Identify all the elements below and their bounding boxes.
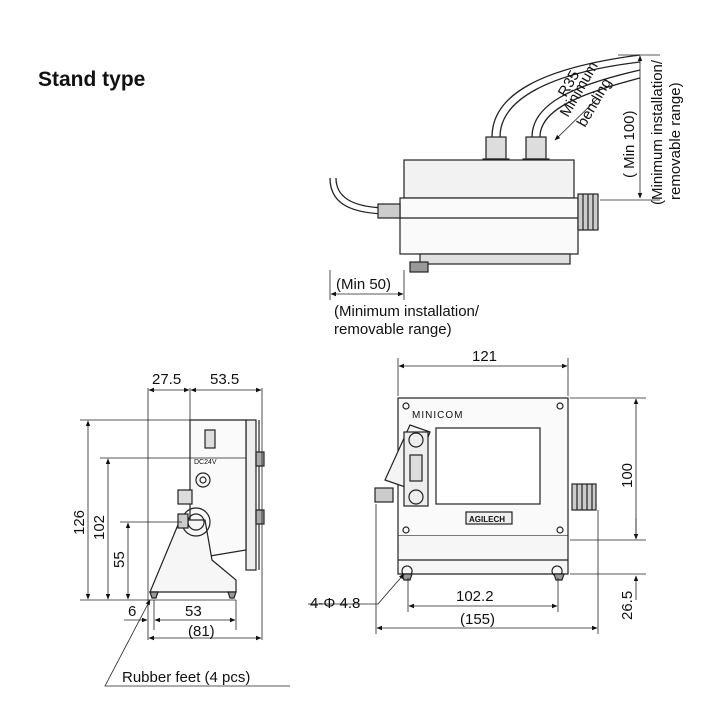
dim-100: 100 bbox=[619, 463, 636, 488]
bottom-range-line-1: (Minimum installation/ bbox=[334, 303, 480, 320]
dim-102-2: 102.2 bbox=[456, 588, 494, 605]
rubber-feet-label: Rubber feet (4 pcs) bbox=[122, 669, 250, 686]
dim-53-5: 53.5 bbox=[210, 371, 239, 388]
top-range-line-1: (Minimum installation/ bbox=[649, 59, 666, 205]
hole-note: 4-Φ 4.8 bbox=[310, 595, 360, 612]
side-view bbox=[80, 387, 290, 687]
top-view bbox=[329, 54, 660, 300]
dim-102: 102 bbox=[91, 515, 108, 540]
dc24v-label: DC24V bbox=[194, 459, 217, 466]
page-title: Stand type bbox=[38, 68, 146, 91]
dim-53: 53 bbox=[185, 603, 202, 620]
dim-6: 6 bbox=[128, 603, 136, 620]
badge-label: AGILECH bbox=[469, 515, 505, 524]
front-view bbox=[308, 358, 646, 634]
dim-155: (155) bbox=[460, 611, 495, 628]
dim-121: 121 bbox=[472, 348, 497, 365]
brand-label: MINICOM bbox=[412, 410, 463, 421]
min-50-label: (Min 50) bbox=[336, 276, 391, 293]
dim-27-5: 27.5 bbox=[152, 371, 181, 388]
min-100-label: ( Min 100) bbox=[621, 110, 638, 178]
dim-126: 126 bbox=[71, 510, 88, 535]
dim-81: (81) bbox=[188, 623, 215, 640]
top-range-line-2: removable range) bbox=[667, 82, 684, 200]
bottom-range-line-2: removable range) bbox=[334, 321, 452, 338]
dim-55: 55 bbox=[111, 551, 128, 568]
dim-26-5: 26.5 bbox=[619, 591, 636, 620]
